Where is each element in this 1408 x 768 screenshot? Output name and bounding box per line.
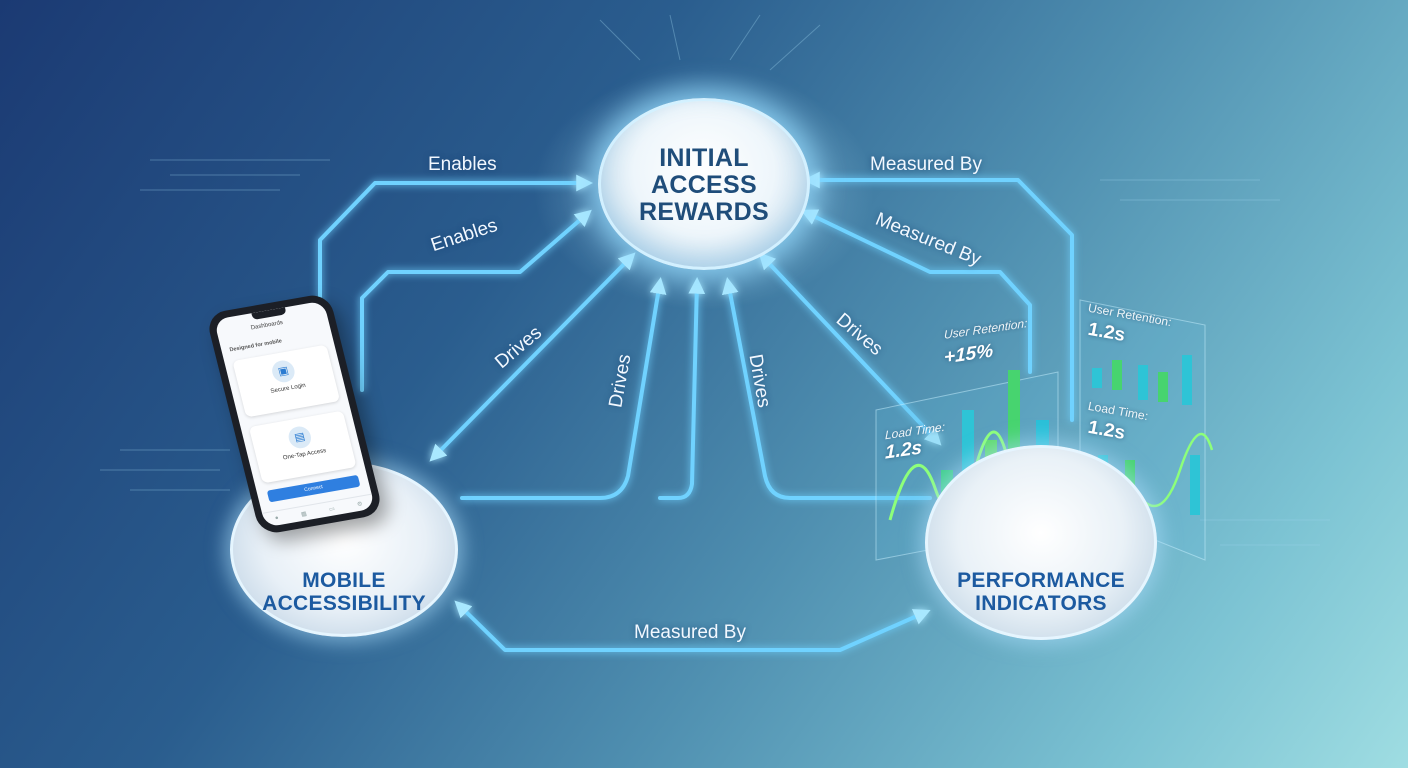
nav-grid-icon[interactable]: ▦: [300, 510, 308, 518]
edge-drives-right-diagonal: [758, 252, 942, 446]
edge-drives-left-elbow: [460, 277, 667, 500]
circuit-decoration: [100, 14, 1330, 546]
edge-drives-left-diagonal: [429, 252, 636, 462]
document-icon: ▤: [286, 424, 314, 450]
bar-far-3: [1138, 365, 1148, 400]
node-initial-access-rewards: INITIAL ACCESS REWARDS: [598, 98, 810, 270]
phone-header: Dashboards: [250, 319, 284, 332]
bar-far-2: [1112, 360, 1122, 390]
edge-drives-right-elbow: [721, 277, 932, 500]
bar-far-8: [1190, 455, 1200, 515]
edge-enables-inner: [360, 209, 592, 392]
edge-measured-outer: [802, 171, 1074, 422]
node-label-left: MOBILE ACCESSIBILITY: [262, 568, 426, 615]
edge-label-measured-1: Measured By: [870, 154, 982, 175]
edge-measured-bottom: [454, 600, 931, 652]
phone-notch: [251, 307, 287, 321]
phone-card-access[interactable]: ▤ One-Tap Access: [248, 410, 357, 484]
bar-far-4: [1158, 372, 1168, 402]
edge-label-enables-1: Enables: [428, 154, 497, 175]
nav-settings-icon[interactable]: ⚙: [356, 500, 364, 508]
node-performance-indicators: PERFORMANCE INDICATORS: [925, 445, 1157, 640]
bar-far-5: [1182, 355, 1192, 405]
phone-card-login[interactable]: ▣ Secure Login: [232, 344, 341, 418]
edge-measured-inner: [800, 209, 1032, 374]
phone-subtitle: Designed for mobile: [228, 338, 283, 354]
node-label-top: INITIAL ACCESS REWARDS: [639, 143, 769, 226]
nav-home-icon[interactable]: ●: [274, 515, 280, 522]
lock-icon: ▣: [269, 358, 297, 384]
nav-chart-icon[interactable]: ▭: [328, 505, 336, 513]
edge-label-measured-bottom: Measured By: [634, 622, 746, 643]
bar-far-1: [1092, 368, 1102, 388]
edge-drives-center: [658, 276, 706, 500]
node-label-right: PERFORMANCE INDICATORS: [957, 568, 1125, 615]
